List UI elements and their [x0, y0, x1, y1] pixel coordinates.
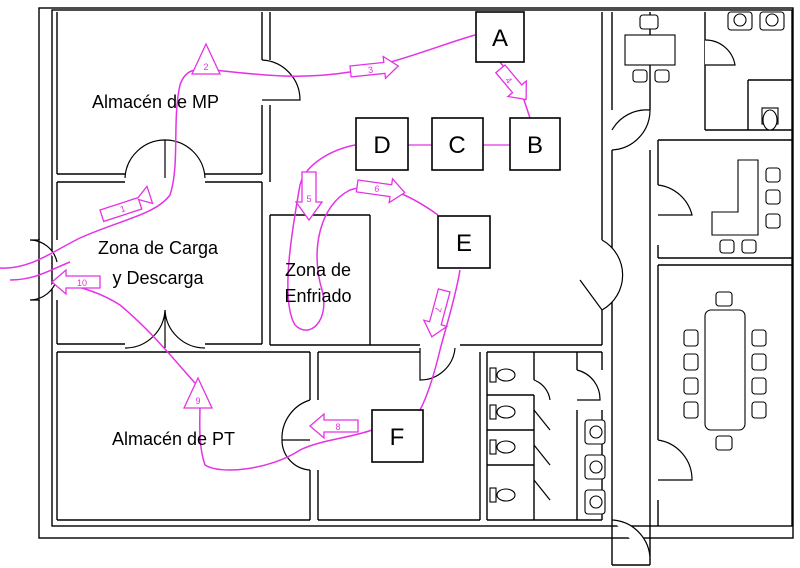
- label-finished-storage: Almacén de PT: [112, 429, 235, 449]
- office-furniture: [624, 14, 781, 451]
- bathroom-fixtures: [487, 11, 785, 520]
- label-cooling-zone-line2: Enfriado: [284, 286, 351, 306]
- sink-icon: [584, 11, 785, 515]
- station-e: E: [437, 215, 491, 269]
- svg-text:10: 10: [77, 278, 87, 288]
- flow-arrows: 1 2 3 4 5 6 7 8: [51, 42, 527, 440]
- station-a: A: [475, 11, 525, 63]
- flow-step-6: 6: [355, 177, 406, 204]
- toilet-icon: [761, 107, 779, 131]
- flow-step-8: 8: [309, 412, 359, 440]
- svg-text:8: 8: [335, 422, 340, 432]
- flow-step-1: 1: [99, 184, 154, 223]
- station-d: D: [355, 117, 409, 171]
- svg-text:9: 9: [195, 396, 200, 406]
- flow-step-3: 3: [349, 55, 400, 80]
- svg-text:5: 5: [306, 194, 311, 204]
- label-cooling-zone-line1: Zona de: [285, 260, 351, 280]
- station-f: F: [371, 409, 424, 463]
- flow-step-9: 9: [182, 376, 214, 409]
- doors: [29, 39, 736, 561]
- svg-text:7: 7: [433, 306, 444, 313]
- svg-text:A: A: [492, 25, 508, 52]
- svg-text:1: 1: [119, 203, 127, 214]
- svg-text:F: F: [390, 424, 405, 451]
- station-c: C: [431, 117, 484, 171]
- svg-text:2: 2: [203, 62, 208, 72]
- svg-text:E: E: [456, 230, 472, 257]
- flow-step-5: 5: [294, 171, 324, 222]
- station-b: B: [509, 117, 561, 171]
- svg-text:B: B: [527, 132, 543, 159]
- toilet-icon: [489, 367, 516, 503]
- svg-text:4: 4: [503, 75, 514, 85]
- label-loading-zone-line1: Zona de Carga: [98, 238, 219, 258]
- flow-step-10: 10: [51, 268, 101, 296]
- label-raw-storage: Almacén de MP: [92, 92, 219, 112]
- svg-text:C: C: [448, 132, 465, 159]
- svg-text:3: 3: [368, 65, 374, 75]
- flow-step-2: 2: [190, 42, 222, 75]
- svg-text:D: D: [373, 132, 390, 159]
- flow-step-4: 4: [494, 64, 527, 101]
- svg-text:6: 6: [374, 183, 380, 194]
- label-loading-zone-line2: y Descarga: [112, 268, 204, 288]
- flow-step-7: 7: [422, 288, 451, 338]
